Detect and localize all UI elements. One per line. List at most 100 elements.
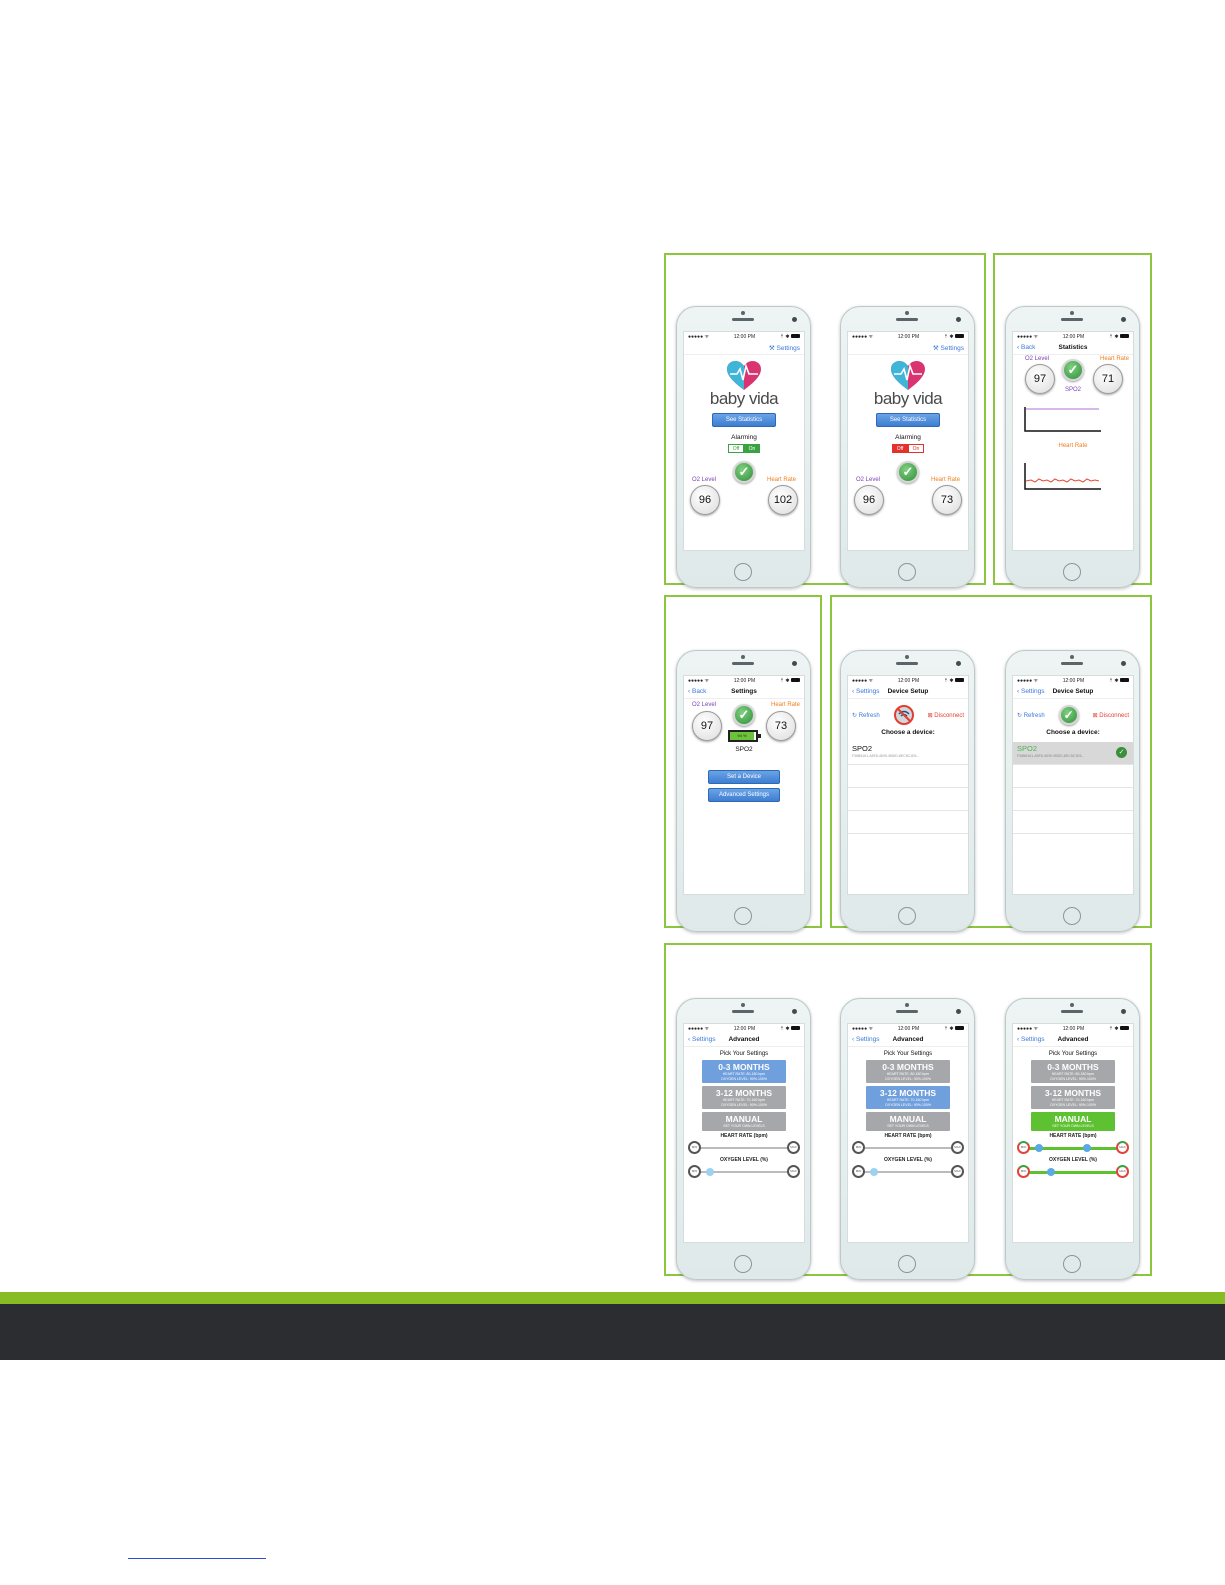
alarming-toggle[interactable]: Off On bbox=[848, 444, 968, 453]
heart-rate-slider[interactable]: MIN MAX bbox=[852, 1140, 964, 1155]
heart-rate-label: Heart Rate bbox=[770, 702, 800, 708]
max-dial[interactable]: MAX bbox=[787, 1140, 800, 1154]
set-device-button[interactable]: Set a Device bbox=[708, 770, 780, 784]
status-bar: ●●●●● ᯤ 12:00 PM ⇡ ✱ bbox=[684, 676, 804, 685]
phone-sensor bbox=[905, 655, 909, 659]
heart-rate-gauge: 71 bbox=[1093, 364, 1123, 394]
max-dial[interactable]: MAX bbox=[1116, 1140, 1129, 1154]
pick-settings-label: Pick Your Settings bbox=[1048, 1051, 1098, 1057]
home-button[interactable] bbox=[734, 563, 752, 581]
screen: ●●●●● ᯤ 12:00 PM ⇡ ✱ ‹ Settings Advanced… bbox=[847, 1023, 969, 1243]
advanced-settings-button[interactable]: Advanced Settings bbox=[708, 788, 780, 802]
battery-icon bbox=[790, 677, 800, 682]
logo-wordmark: baby vida bbox=[709, 389, 779, 408]
home-button[interactable] bbox=[898, 563, 916, 581]
status-icons: ⇡ ✱ bbox=[1109, 333, 1129, 340]
phone-settings: ●●●●● ᯤ 12:00 PM ⇡ ✱ ‹ Back Settings O2 … bbox=[676, 650, 811, 932]
o2-level-label: O2 Level bbox=[856, 477, 881, 483]
logo-wordmark: baby vida bbox=[873, 389, 943, 408]
heart-rate-slider[interactable]: MIN MAX bbox=[688, 1140, 800, 1155]
oxygen-min-knob[interactable] bbox=[870, 1167, 878, 1176]
phone-speaker bbox=[896, 1010, 918, 1013]
heart-rate-label: Heart Rate bbox=[766, 477, 796, 483]
page-title: Advanced bbox=[1057, 1036, 1089, 1043]
settings-link[interactable]: ⚒ Settings bbox=[932, 344, 964, 352]
settings-link[interactable]: ⚒ Settings bbox=[768, 344, 800, 352]
toggle-off[interactable]: Off bbox=[728, 444, 744, 453]
home-button[interactable] bbox=[1063, 1255, 1081, 1273]
disconnect-button[interactable]: ⊠ Disconnect bbox=[927, 712, 964, 719]
nav-bar: ⚒ Settings bbox=[848, 341, 968, 355]
back-button[interactable]: ‹ Settings bbox=[852, 688, 880, 695]
battery-icon bbox=[790, 1025, 800, 1030]
max-dial[interactable]: MAX bbox=[787, 1164, 800, 1178]
heart-rate-slider[interactable]: MIN MAX bbox=[1017, 1140, 1129, 1155]
see-statistics-button[interactable]: See Statistics bbox=[876, 413, 940, 427]
baby-vida-logo: baby vida bbox=[848, 361, 968, 409]
nav-bar: ‹ Back Statistics bbox=[1013, 341, 1133, 355]
page-title: Statistics bbox=[1058, 344, 1088, 351]
refresh-button[interactable]: ↻ Refresh bbox=[852, 712, 880, 719]
battery-icon bbox=[790, 333, 800, 338]
back-button[interactable]: ‹ Settings bbox=[852, 1036, 880, 1043]
status-time: 12:00 PM bbox=[1062, 677, 1085, 684]
back-button[interactable]: ‹ Back bbox=[688, 688, 707, 695]
list-item-device-selected[interactable]: SPO2 F36B6161-A5F8-4D90-9BDD-8EC5C1E6...… bbox=[1013, 742, 1133, 765]
o2-level-label: O2 Level bbox=[692, 477, 717, 483]
disconnect-button[interactable]: ⊠ Disconnect bbox=[1092, 712, 1129, 719]
list-item-device[interactable]: SPO2 F36B6161-A5F8-4D90-9BDD-8EC5C1E6... bbox=[848, 742, 968, 765]
status-bar: ●●●●● ᯤ 12:00 PM ⇡ ✱ bbox=[684, 332, 804, 341]
max-dial[interactable]: MAX bbox=[951, 1164, 964, 1178]
min-dial[interactable]: MIN bbox=[688, 1164, 701, 1178]
oxygen-slider-label: OXYGEN LEVEL (%) bbox=[1049, 1156, 1097, 1163]
home-button[interactable] bbox=[898, 907, 916, 925]
min-dial[interactable]: MIN bbox=[1017, 1164, 1030, 1178]
back-button[interactable]: ‹ Back bbox=[1017, 344, 1036, 351]
back-button[interactable]: ‹ Settings bbox=[688, 1036, 716, 1043]
home-button[interactable] bbox=[898, 1255, 916, 1273]
back-button[interactable]: ‹ Settings bbox=[1017, 1036, 1045, 1043]
max-dial[interactable]: MAX bbox=[951, 1140, 964, 1154]
screen: ●●●●● ᯤ 12:00 PM ⇡ ✱ ‹ Back Settings O2 … bbox=[683, 675, 805, 895]
panel-home-screens bbox=[664, 253, 986, 585]
see-statistics-button[interactable]: See Statistics bbox=[712, 413, 776, 427]
min-dial[interactable]: MIN bbox=[1017, 1140, 1030, 1154]
home-button[interactable] bbox=[734, 907, 752, 925]
oxygen-min-knob[interactable] bbox=[706, 1167, 714, 1176]
status-icons: ⇡ ✱ bbox=[944, 677, 964, 684]
oxygen-slider[interactable]: MIN MAX bbox=[688, 1164, 800, 1179]
min-dial[interactable]: MIN bbox=[688, 1140, 701, 1154]
list-item-empty bbox=[848, 765, 968, 788]
oxygen-slider[interactable]: MIN MAX bbox=[852, 1164, 964, 1179]
oxygen-min-knob[interactable] bbox=[1047, 1167, 1055, 1176]
heart-rate-max-knob[interactable] bbox=[1083, 1143, 1091, 1152]
home-button[interactable] bbox=[734, 1255, 752, 1273]
max-dial[interactable]: MAX bbox=[1116, 1164, 1129, 1178]
home-button[interactable] bbox=[1063, 907, 1081, 925]
list-item-empty bbox=[1013, 788, 1133, 811]
alarming-toggle[interactable]: Off On bbox=[684, 444, 804, 453]
phone-statistics: ●●●●● ᯤ 12:00 PM ⇡ ✱ ‹ Back Statistics O… bbox=[1005, 306, 1140, 588]
home-button[interactable] bbox=[1063, 563, 1081, 581]
min-dial[interactable]: MIN bbox=[852, 1140, 865, 1154]
toggle-off[interactable]: Off bbox=[892, 444, 908, 453]
toggle-on[interactable]: On bbox=[744, 444, 760, 453]
refresh-button[interactable]: ↻ Refresh bbox=[1017, 712, 1045, 719]
heart-rate-min-knob[interactable] bbox=[1035, 1143, 1043, 1152]
nav-bar: ‹ Settings Advanced bbox=[684, 1033, 804, 1047]
check-status-icon: ✓ bbox=[733, 704, 755, 726]
min-dial[interactable]: MIN bbox=[852, 1164, 865, 1178]
oxygen-slider[interactable]: MIN MAX bbox=[1017, 1164, 1129, 1179]
status-time: 12:00 PM bbox=[1062, 333, 1085, 340]
back-button[interactable]: ‹ Settings bbox=[1017, 688, 1045, 695]
toggle-on[interactable]: On bbox=[908, 444, 924, 453]
